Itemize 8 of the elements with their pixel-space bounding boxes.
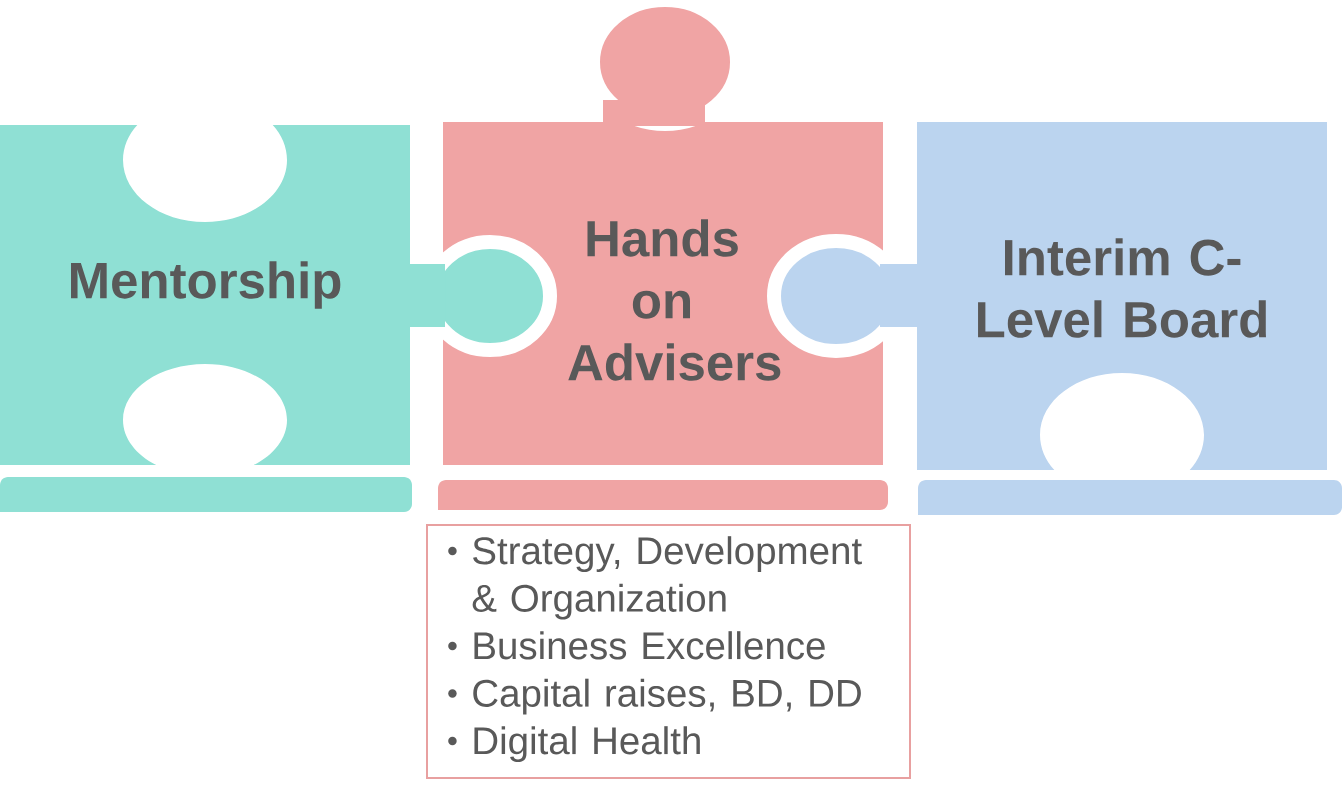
- bullet-list-box: [426, 524, 911, 779]
- bullet-item: Digital Health: [448, 726, 700, 763]
- puzzle-piece: Mentorship: [0, 125, 557, 512]
- bullet-item: Business Excellence: [448, 631, 825, 660]
- bullet-item: Capital raises, BD, DD: [448, 678, 861, 715]
- bullet-item: Strategy, Development & Organization: [448, 536, 862, 620]
- node-label: Mentorship: [71, 261, 341, 309]
- node-label: Interim C-Level Board: [978, 238, 1266, 338]
